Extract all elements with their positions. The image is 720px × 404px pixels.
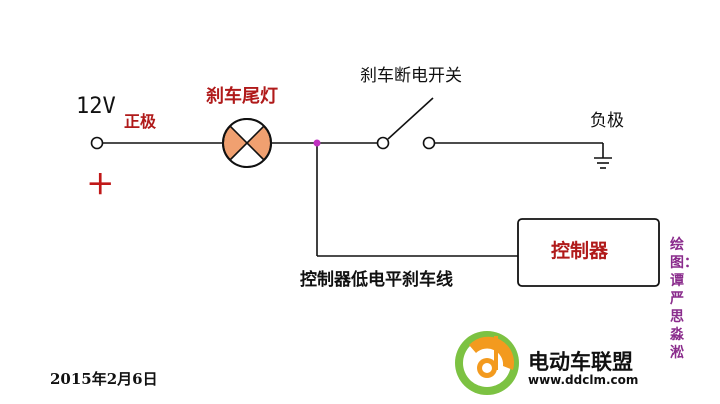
- brake-switch-label: 刹车断电开关: [360, 66, 462, 86]
- controller-box: [517, 218, 660, 287]
- logo-name: 电动车联盟: [528, 350, 633, 374]
- ddclm-logo-icon: [455, 331, 519, 395]
- logo-url: www.ddclm.com: [528, 373, 639, 387]
- plus-sign: +: [86, 163, 115, 203]
- junction-dot: [313, 139, 321, 147]
- low-level-brake-line-label: 控制器低电平刹车线: [300, 270, 453, 290]
- credit-text: 绘图：谭严思淼淞: [670, 237, 698, 361]
- negative-pole-label: 负极: [590, 111, 624, 131]
- positive-pole-label: 正极: [124, 112, 157, 131]
- positive-terminal: [90, 136, 104, 150]
- voltage-label: 12V: [76, 94, 116, 119]
- date-label: 2015年2月6日: [50, 370, 158, 388]
- ground-icon: [594, 157, 612, 169]
- controller-label: 控制器: [551, 240, 609, 262]
- brake-switch-icon: [376, 97, 436, 150]
- brake-light-label: 刹车尾灯: [206, 86, 278, 107]
- brake-lamp-icon: [222, 118, 272, 168]
